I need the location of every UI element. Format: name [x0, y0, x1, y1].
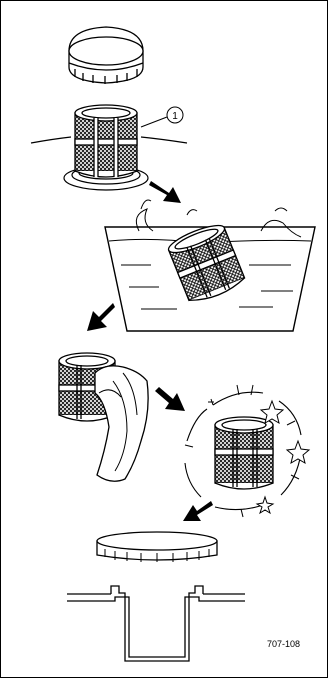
- arrow-step-2: [87, 303, 115, 331]
- strainer-installed: [75, 105, 137, 177]
- cleaning-cloth: [95, 366, 148, 481]
- tank-cap: [69, 27, 143, 84]
- arrow-step-4: [183, 501, 213, 521]
- cap-reinstall: [97, 532, 217, 562]
- figure-code: 707-108: [267, 639, 300, 649]
- filler-neck-section: [67, 586, 245, 661]
- strainer-clean: [215, 417, 273, 489]
- callout-number: 1: [172, 111, 178, 122]
- callout-leader: 1: [141, 107, 183, 127]
- arrow-step-1: [149, 181, 181, 203]
- arrow-step-3: [155, 387, 185, 411]
